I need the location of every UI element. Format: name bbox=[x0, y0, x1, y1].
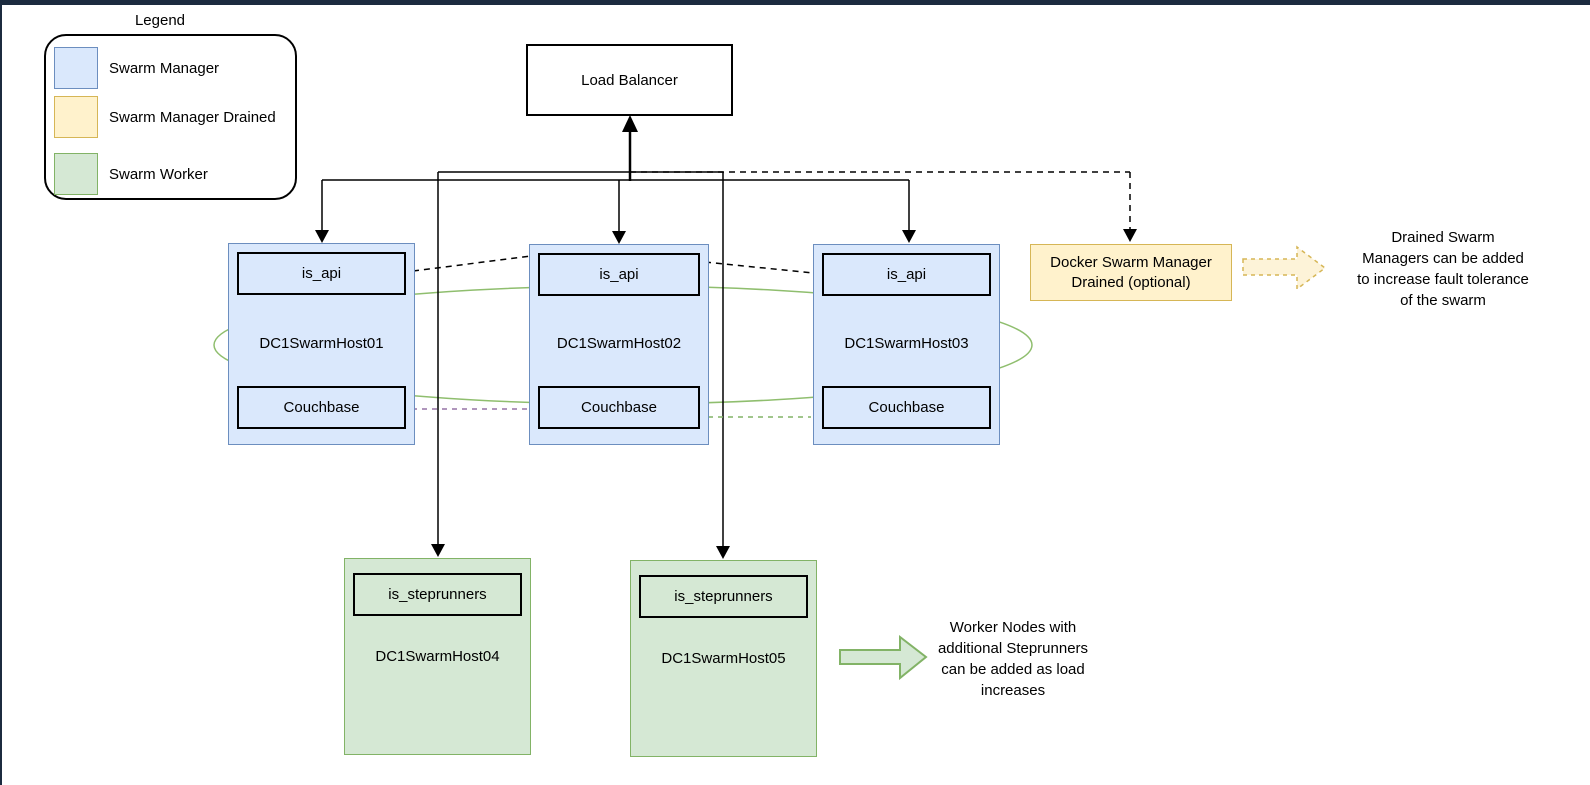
service-couchbase-3: Couchbase bbox=[822, 386, 991, 429]
drained-manager-label-line2: Drained (optional) bbox=[1071, 273, 1191, 291]
manager-host-3: is_api DC1SwarmHost03 Couchbase bbox=[813, 244, 1000, 445]
load-balancer-node: Load Balancer bbox=[526, 44, 733, 116]
service-is-api-3-label: is_api bbox=[886, 266, 927, 283]
arrowhead-host1 bbox=[315, 230, 329, 243]
load-balancer-label: Load Balancer bbox=[581, 71, 678, 89]
drained-note-line2: Managers can be added bbox=[1362, 250, 1524, 267]
service-couchbase-1: Couchbase bbox=[237, 386, 406, 429]
api-link-1-2 bbox=[412, 255, 532, 272]
legend-label-worker: Swarm Worker bbox=[109, 165, 208, 183]
service-is-api-2-label: is_api bbox=[599, 266, 639, 283]
worker-note-line1: Worker Nodes with bbox=[949, 619, 1077, 636]
worker-host-4-name: DC1SwarmHost04 bbox=[375, 648, 500, 665]
service-steprunners-5: is_steprunners bbox=[639, 575, 808, 618]
arrowhead-host4 bbox=[431, 544, 445, 557]
legend-swatch-worker bbox=[54, 153, 98, 195]
service-steprunners-4-label: is_steprunners bbox=[388, 586, 487, 603]
service-is-api-1: is_api bbox=[237, 252, 406, 295]
manager-host-1-name: DC1SwarmHost01 bbox=[259, 335, 384, 352]
service-couchbase-2: Couchbase bbox=[538, 386, 700, 429]
service-couchbase-2-label: Couchbase bbox=[581, 399, 657, 416]
manager-host-3-name: DC1SwarmHost03 bbox=[844, 335, 969, 352]
legend-row-manager: Swarm Manager bbox=[54, 47, 219, 89]
service-couchbase-3-label: Couchbase bbox=[868, 399, 945, 416]
legend-row-worker: Swarm Worker bbox=[54, 153, 208, 195]
service-is-api-1-label: is_api bbox=[301, 265, 342, 282]
drained-block-arrow bbox=[1242, 245, 1327, 291]
arrowhead-drained bbox=[1123, 229, 1137, 242]
worker-note-line2: additional Steprunners bbox=[937, 640, 1089, 657]
service-is-api-2: is_api bbox=[538, 253, 700, 296]
service-steprunners-5-label: is_steprunners bbox=[674, 588, 773, 605]
worker-note-line3: can be added as load bbox=[941, 661, 1085, 678]
drained-manager-label-line1: Docker Swarm Manager bbox=[1050, 253, 1212, 271]
worker-host-5: is_steprunners DC1SwarmHost05 bbox=[630, 560, 817, 757]
api-link-2-3 bbox=[704, 261, 814, 274]
service-couchbase-1-label: Couchbase bbox=[283, 399, 360, 416]
lb-arrowhead bbox=[622, 115, 638, 132]
worker-note-line4: increases bbox=[980, 682, 1046, 699]
worker-note: Worker Nodes with additional Steprunners… bbox=[888, 617, 1138, 701]
arrowhead-host2 bbox=[612, 231, 626, 244]
drained-note: Drained Swarm Managers can be added to i… bbox=[1318, 227, 1568, 311]
drained-note-line1: Drained Swarm bbox=[1391, 229, 1495, 246]
manager-host-2-name: DC1SwarmHost02 bbox=[556, 335, 682, 352]
legend-row-manager-drained: Swarm Manager Drained bbox=[54, 96, 276, 138]
worker-host-4: is_steprunners DC1SwarmHost04 bbox=[344, 558, 531, 755]
arrowhead-host5 bbox=[716, 546, 730, 559]
left-window-edge bbox=[0, 0, 2, 785]
worker-host-5-name: DC1SwarmHost05 bbox=[661, 650, 786, 667]
manager-host-2: is_api DC1SwarmHost02 Couchbase bbox=[529, 244, 709, 445]
drained-note-line4: of the swarm bbox=[1400, 292, 1486, 309]
manager-host-1: is_api DC1SwarmHost01 Couchbase bbox=[228, 243, 415, 445]
legend-swatch-manager bbox=[54, 47, 98, 89]
legend-label-manager: Swarm Manager bbox=[109, 59, 220, 77]
top-window-edge bbox=[0, 0, 1590, 5]
legend-box: Swarm Manager Swarm Manager Drained Swar… bbox=[44, 34, 297, 200]
drained-note-line3: to increase fault tolerance bbox=[1357, 271, 1529, 288]
legend-swatch-manager-drained bbox=[54, 96, 98, 138]
arrowhead-host3 bbox=[902, 230, 916, 243]
legend-label-manager-drained: Swarm Manager Drained bbox=[109, 108, 276, 126]
service-is-api-3: is_api bbox=[822, 253, 991, 296]
legend-title: Legend bbox=[134, 12, 186, 29]
drained-manager-node: Docker Swarm Manager Drained (optional) bbox=[1030, 244, 1232, 301]
service-steprunners-4: is_steprunners bbox=[353, 573, 522, 616]
